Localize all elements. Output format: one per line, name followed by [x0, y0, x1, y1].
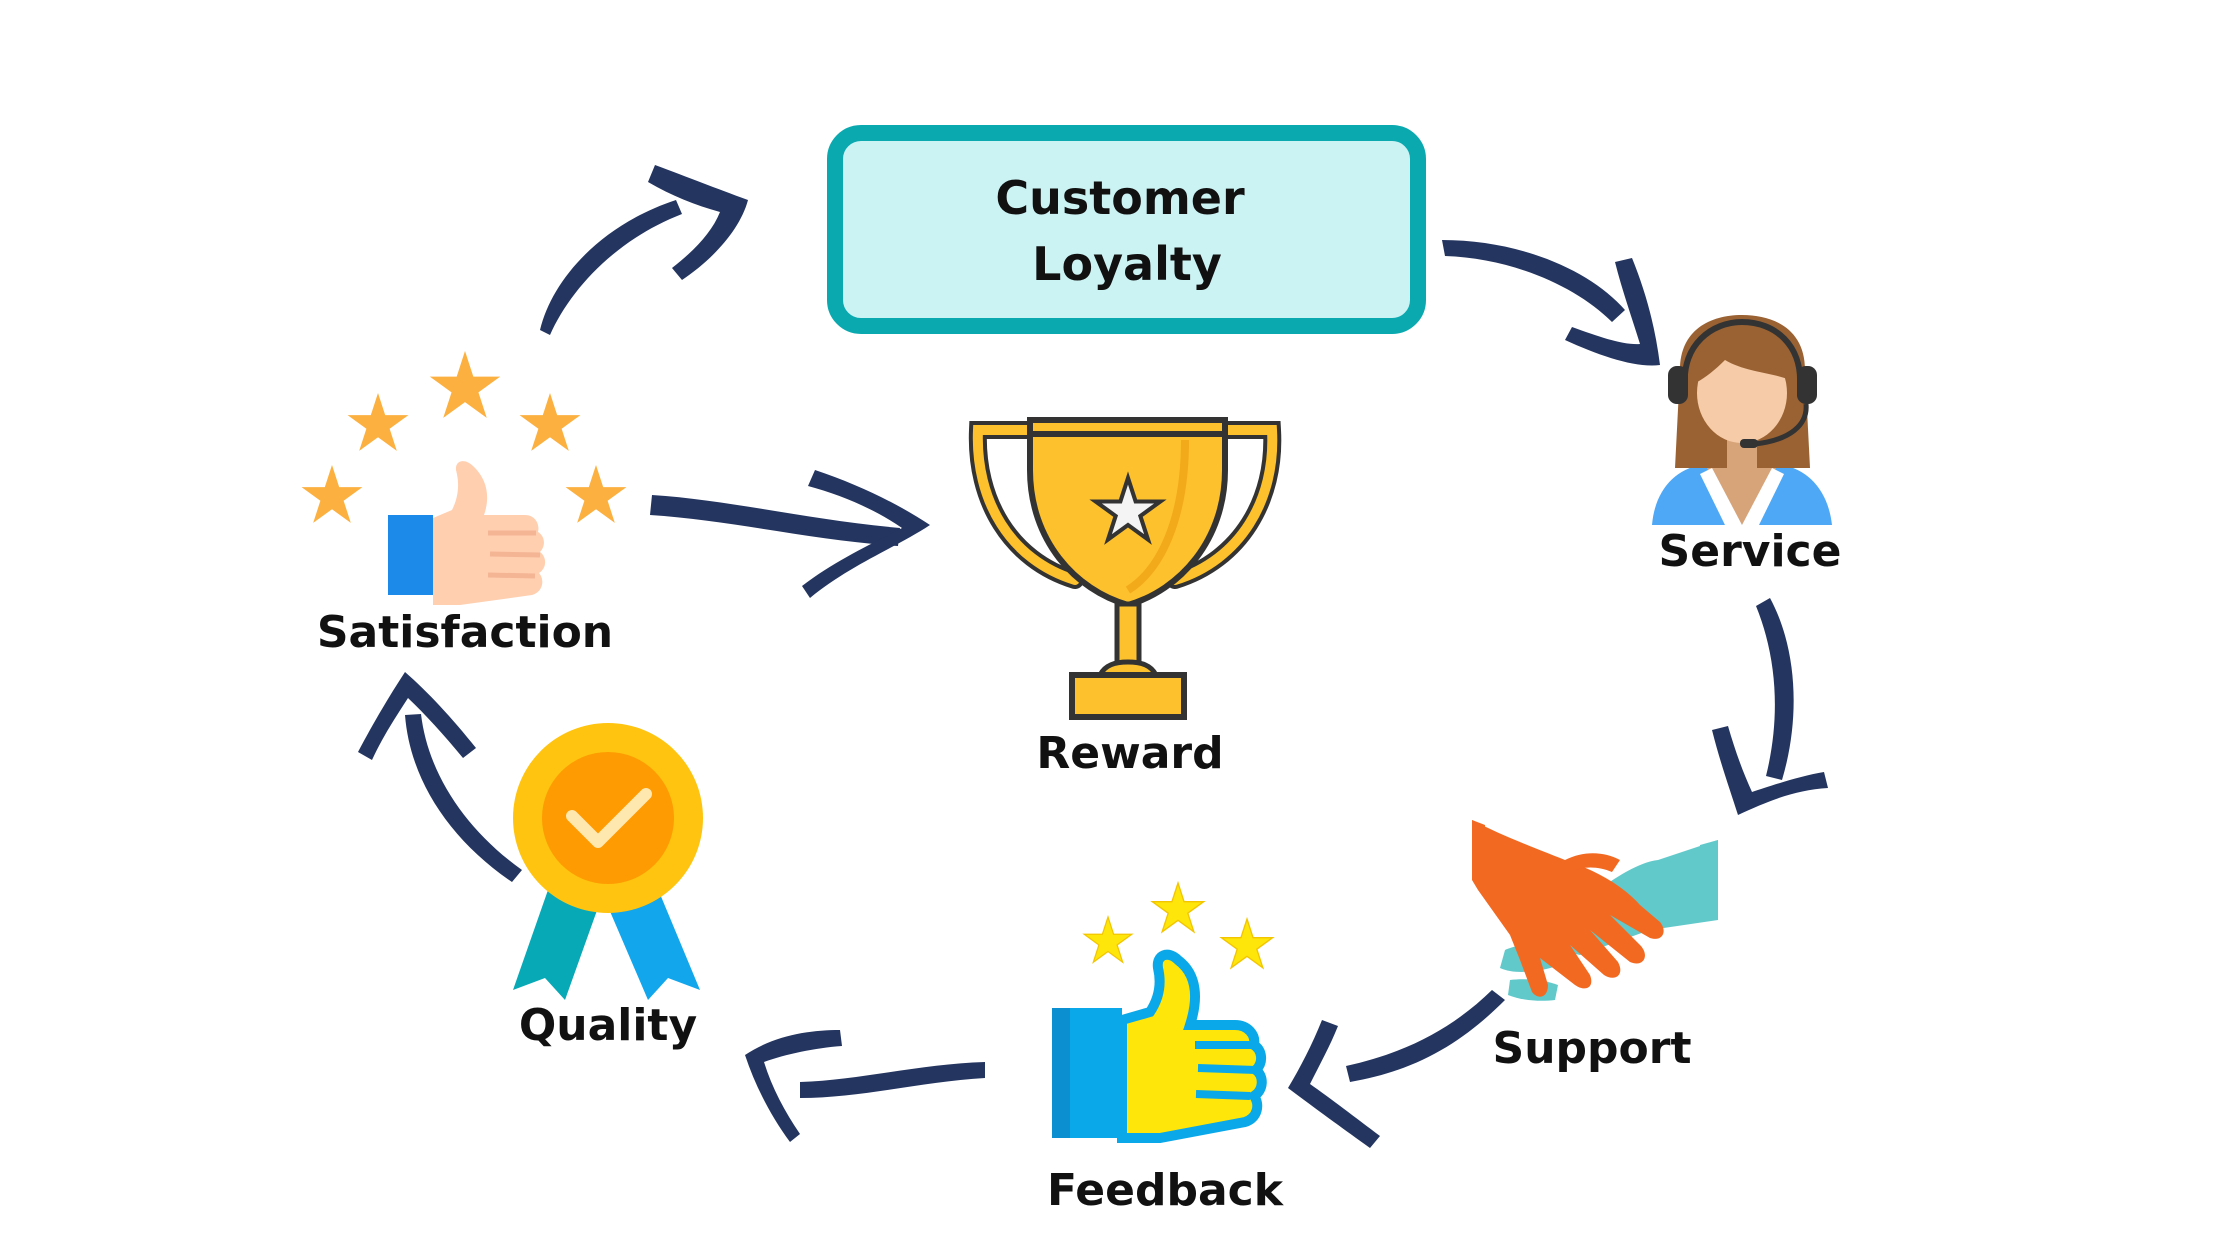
thumbs-up-rating-icon — [301, 351, 627, 605]
star-icon — [1221, 919, 1272, 968]
service-label: Service — [1659, 526, 1842, 577]
star-icon — [347, 393, 409, 451]
star-icon — [429, 351, 501, 418]
checkmark-icon — [566, 788, 652, 848]
trophy-icon — [968, 417, 1282, 720]
quality-label: Quality — [519, 1000, 697, 1051]
feedback-node: Feedback — [1047, 883, 1285, 1216]
customer-loyalty-box: Customer Loyalty — [827, 125, 1426, 334]
satisfaction-node: Satisfaction — [301, 351, 627, 658]
support-label: Support — [1493, 1023, 1692, 1074]
satisfaction-label: Satisfaction — [317, 607, 613, 658]
feedback-label: Feedback — [1047, 1165, 1285, 1216]
arrow-service-to-support — [1712, 598, 1828, 815]
star-icon — [1152, 883, 1203, 932]
quality-node: Quality — [513, 723, 703, 1051]
star-icon — [519, 393, 581, 451]
arrow-support-to-feedback — [1288, 990, 1505, 1148]
cycle-arrows — [358, 165, 1828, 1148]
quality-medal-icon — [513, 723, 703, 1000]
star-icon — [565, 465, 627, 523]
arrow-quality-to-satisfaction — [358, 672, 522, 882]
arrow-satisfaction-to-loyalty — [540, 165, 748, 335]
customer-service-agent-icon — [1652, 315, 1832, 525]
support-node: Support — [1472, 820, 1718, 1074]
arrow-satisfaction-to-reward — [650, 470, 930, 598]
handshake-icon — [1472, 820, 1718, 1001]
title-line-1: Customer — [995, 171, 1245, 225]
reward-label: Reward — [1036, 728, 1223, 779]
star-icon — [301, 465, 363, 523]
star-icon — [1084, 917, 1132, 962]
service-node: Service — [1652, 315, 1841, 577]
reward-node: Reward — [968, 417, 1282, 779]
title-line-2: Loyalty — [1032, 237, 1222, 291]
thumbs-up-stars-icon — [1052, 883, 1273, 1143]
arrow-feedback-to-quality — [745, 1030, 985, 1142]
title-box-rect — [827, 125, 1426, 334]
arrow-loyalty-to-service — [1442, 240, 1660, 366]
